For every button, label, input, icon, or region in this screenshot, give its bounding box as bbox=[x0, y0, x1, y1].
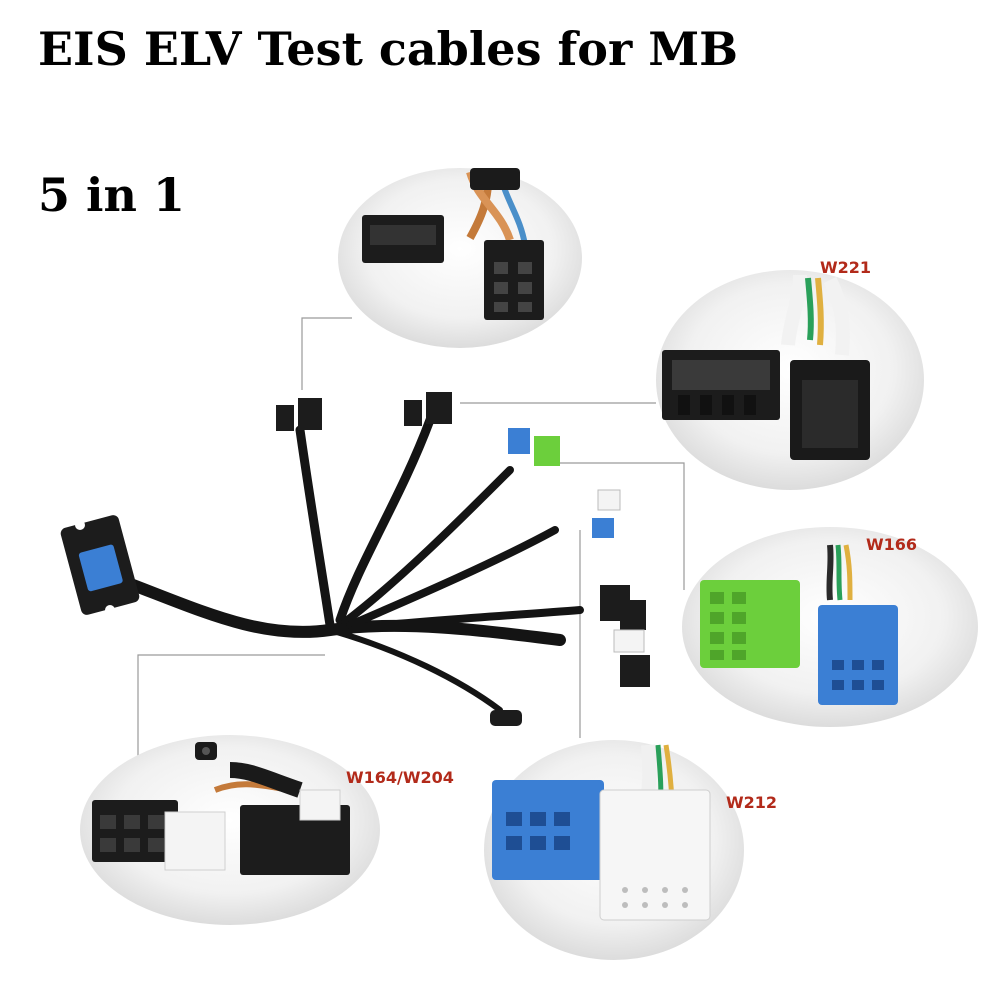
detail-bubble-top bbox=[338, 168, 582, 348]
obd-connector bbox=[60, 515, 140, 615]
detail-bubble-w212 bbox=[484, 740, 744, 960]
cable-harness bbox=[114, 415, 584, 713]
page-title: EIS ELV Test cables for MB bbox=[38, 22, 738, 76]
label-w164-w204: W164/W204 bbox=[346, 768, 454, 787]
detail-bubble-w166 bbox=[682, 527, 978, 727]
detail-bubble-w221 bbox=[656, 270, 924, 490]
label-w166: W166 bbox=[866, 535, 918, 554]
label-w221: W221 bbox=[820, 258, 872, 277]
page-subtitle: 5 in 1 bbox=[38, 168, 185, 222]
label-w212: W212 bbox=[726, 793, 778, 812]
detail-bubble-w164-w204 bbox=[80, 735, 380, 925]
harness-end-connectors bbox=[276, 392, 650, 726]
leader-lines bbox=[137, 317, 685, 760]
